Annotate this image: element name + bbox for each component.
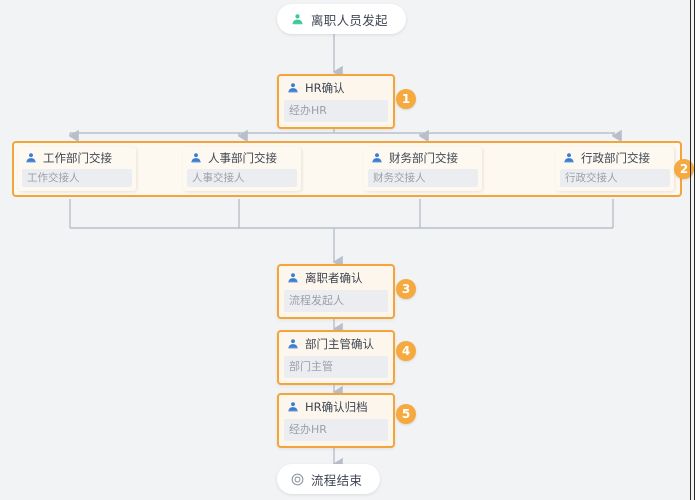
step-badge-4: 4 bbox=[396, 341, 416, 361]
step-badge-1: 1 bbox=[396, 89, 416, 109]
branch-node-work-handover[interactable]: 工作部门交接 工作交接人 bbox=[18, 147, 136, 191]
task-assignee: 经办HR bbox=[284, 419, 388, 441]
task-card[interactable]: 离职者确认 流程发起人 bbox=[277, 264, 395, 319]
end-circle-icon bbox=[291, 473, 304, 486]
task-title: HR确认归档 bbox=[305, 400, 368, 414]
task-title: 部门主管确认 bbox=[305, 337, 374, 351]
branch-node-hr-handover[interactable]: 人事部门交接 人事交接人 bbox=[183, 147, 301, 191]
task-node-manager-confirm[interactable]: 部门主管确认 部门主管 bbox=[277, 330, 395, 385]
task-card[interactable]: HR确认 经办HR bbox=[277, 74, 395, 129]
task-title-row: HR确认归档 bbox=[279, 395, 393, 419]
task-node-hr-archive[interactable]: HR确认归档 经办HR bbox=[277, 393, 395, 448]
branch-node-admin-handover[interactable]: 行政部门交接 行政交接人 bbox=[556, 147, 674, 191]
task-assignee: 流程发起人 bbox=[284, 290, 388, 312]
user-blue-icon bbox=[371, 152, 383, 164]
task-title-row: HR确认 bbox=[279, 76, 393, 100]
branch-title-row: 财务部门交接 bbox=[364, 147, 482, 169]
task-node-resignee-confirm[interactable]: 离职者确认 流程发起人 bbox=[277, 264, 395, 319]
task-node-hr-confirm[interactable]: HR确认 经办HR bbox=[277, 74, 395, 129]
user-blue-icon bbox=[287, 338, 299, 350]
branch-title-row: 工作部门交接 bbox=[18, 147, 136, 169]
branch-assignee: 工作交接人 bbox=[22, 169, 132, 187]
step-badge-5: 5 bbox=[396, 404, 416, 424]
branch-title-row: 人事部门交接 bbox=[183, 147, 301, 169]
task-card[interactable]: 部门主管确认 部门主管 bbox=[277, 330, 395, 385]
task-title: 离职者确认 bbox=[305, 271, 363, 285]
user-blue-icon bbox=[25, 152, 37, 164]
user-blue-icon bbox=[190, 152, 202, 164]
branch-title: 人事部门交接 bbox=[208, 151, 277, 165]
branch-assignee: 行政交接人 bbox=[560, 169, 670, 187]
user-blue-icon bbox=[287, 401, 299, 413]
step-badge-3: 3 bbox=[396, 279, 416, 299]
branch-assignee: 人事交接人 bbox=[187, 169, 297, 187]
start-node[interactable]: 离职人员发起 bbox=[277, 4, 406, 34]
end-node-label: 流程结束 bbox=[311, 472, 363, 488]
branch-title: 财务部门交接 bbox=[389, 151, 458, 165]
task-title-row: 部门主管确认 bbox=[279, 332, 393, 356]
branch-node-fin-handover[interactable]: 财务部门交接 财务交接人 bbox=[364, 147, 482, 191]
branch-title: 行政部门交接 bbox=[581, 151, 650, 165]
user-green-icon bbox=[291, 13, 304, 26]
end-node[interactable]: 流程结束 bbox=[277, 464, 381, 494]
viewport-right-border bbox=[690, 0, 691, 500]
user-blue-icon bbox=[563, 152, 575, 164]
start-pill[interactable]: 离职人员发起 bbox=[277, 4, 406, 34]
user-blue-icon bbox=[287, 272, 299, 284]
task-card[interactable]: HR确认归档 经办HR bbox=[277, 393, 395, 448]
task-assignee: 部门主管 bbox=[284, 356, 388, 378]
user-blue-icon bbox=[287, 82, 299, 94]
branch-title: 工作部门交接 bbox=[43, 151, 112, 165]
branch-title-row: 行政部门交接 bbox=[556, 147, 674, 169]
end-pill[interactable]: 流程结束 bbox=[277, 464, 381, 494]
start-node-label: 离职人员发起 bbox=[311, 12, 388, 28]
parallel-branch-container[interactable]: 工作部门交接 工作交接人 人事部门交接 人事交接人 bbox=[12, 141, 682, 197]
step-badge-2: 2 bbox=[674, 159, 694, 179]
task-title: HR确认 bbox=[305, 81, 345, 95]
task-assignee: 经办HR bbox=[284, 100, 388, 122]
task-title-row: 离职者确认 bbox=[279, 266, 393, 290]
branch-assignee: 财务交接人 bbox=[368, 169, 478, 187]
